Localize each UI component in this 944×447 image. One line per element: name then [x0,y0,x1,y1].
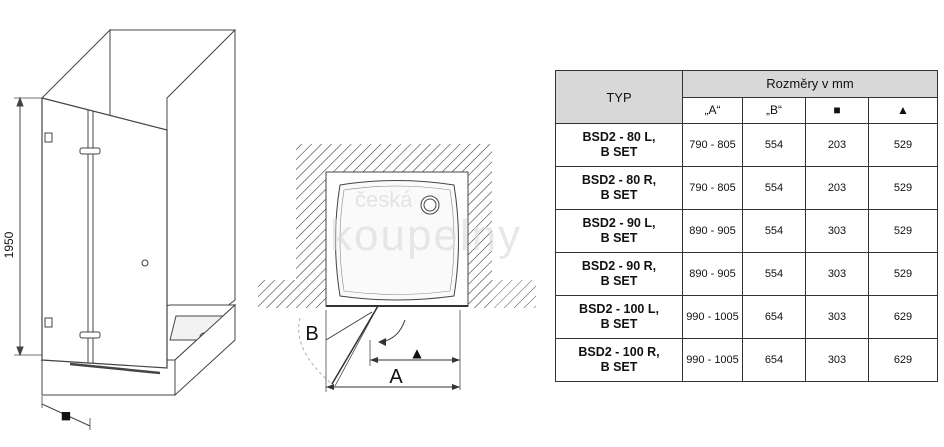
b-cell: 654 [742,295,806,339]
watermark-line2: koupelny [330,211,522,260]
hinge-icon [79,331,101,339]
hinge-icon [79,147,101,155]
typ-cell: BSD2 - 90 R,B SET [555,252,683,296]
b-dimension-line [325,311,373,341]
a-cell: 890 - 905 [682,252,743,296]
door-bottom-rail [69,362,161,375]
shower-3d-view [14,28,237,430]
square-cell: 303 [805,338,869,382]
square-cell: 303 [805,209,869,253]
table-row: BSD2 - 100 L,B SET 990 - 1005 654 303 62… [555,295,938,339]
table-row: BSD2 - 90 R,B SET 890 - 905 554 303 529 [555,252,938,296]
shower-plan-view [258,144,536,392]
watermark-line1: česká [355,187,413,212]
table-row: BSD2 - 80 L,B SET 790 - 805 554 203 529 [555,123,938,167]
dimensions-table: TYP Rozměry v mm „A“ „B“ ■ ▲ BSD2 - 80 L… [555,70,938,382]
square-cell: 203 [805,166,869,210]
door-swing-arc [298,317,333,385]
column-header-square: ■ [805,96,869,124]
dimensions-header: Rozměry v mm [682,70,938,98]
a-cell: 790 - 805 [682,166,743,210]
typ-cell: BSD2 - 100 L,B SET [555,295,683,339]
plan-label-a: A [389,366,403,388]
b-cell: 554 [742,252,806,296]
triangle-cell: 529 [868,252,938,296]
a-cell: 790 - 805 [682,123,743,167]
typ-cell: BSD2 - 100 R,B SET [555,338,683,382]
plan-triangle-symbol: ▲ [412,346,422,360]
a-cell: 990 - 1005 [682,338,743,382]
wall-hatch-side-r [468,172,492,280]
a-cell: 890 - 905 [682,209,743,253]
height-label: 1950 [2,231,16,258]
rotation-arrow [379,319,406,343]
shower-tray-side [174,303,236,397]
width-dimension-line [41,403,91,427]
triangle-cell: 629 [868,338,938,382]
square-cell: 303 [805,252,869,296]
table-row: BSD2 - 80 R,B SET 790 - 805 554 203 529 [555,166,938,210]
width-symbol-3d: ■ [61,409,71,422]
b-cell: 554 [742,166,806,210]
hinge-icon [44,317,53,328]
plan-label-b: B [305,323,318,345]
glass-door [41,97,168,369]
column-header-a: „A“ [682,96,743,124]
b-cell: 554 [742,123,806,167]
wall-hatch-top [296,144,492,172]
door-handle-icon [141,259,149,267]
a-cell: 990 - 1005 [682,295,743,339]
b-cell: 554 [742,209,806,253]
wall-hatch-right [468,280,536,308]
wall-hatch-side-l [296,172,326,280]
square-cell: 303 [805,295,869,339]
b-cell: 654 [742,338,806,382]
triangle-cell: 529 [868,209,938,253]
square-cell: 203 [805,123,869,167]
hinge-icon [44,132,53,143]
plan-open-door [331,305,379,385]
triangle-cell: 629 [868,295,938,339]
typ-cell: BSD2 - 80 R,B SET [555,166,683,210]
typ-header: TYP [555,70,683,124]
column-header-triangle: ▲ [868,96,938,124]
triangle-cell: 529 [868,123,938,167]
wall-hatch-left [258,280,326,308]
table-row: BSD2 - 90 L,B SET 890 - 905 554 303 529 [555,209,938,253]
triangle-cell: 529 [868,166,938,210]
typ-cell: BSD2 - 80 L,B SET [555,123,683,167]
table-row: BSD2 - 100 R,B SET 990 - 1005 654 303 62… [555,338,938,382]
column-header-b: „B“ [742,96,806,124]
typ-cell: BSD2 - 90 L,B SET [555,209,683,253]
